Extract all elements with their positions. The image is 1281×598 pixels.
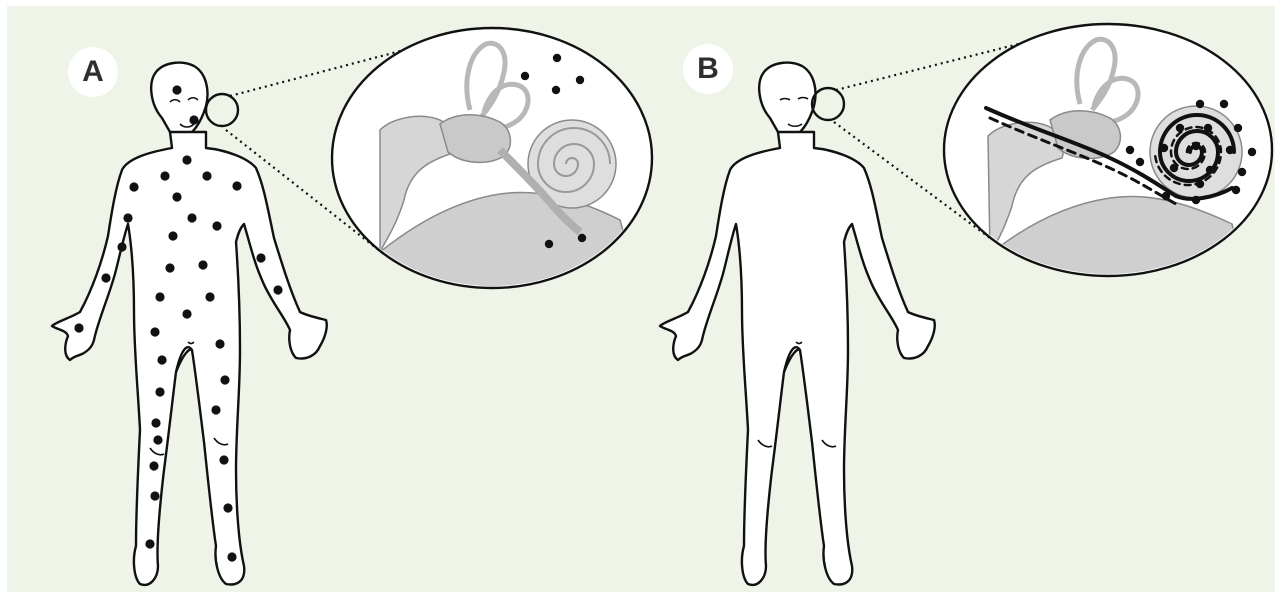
inset-dot-a-3 [552, 86, 560, 94]
inset-dot-b-13 [1206, 166, 1214, 174]
body-dot-a-8 [172, 192, 181, 201]
body-dot-a-17 [101, 273, 110, 282]
body-dot-a-16 [256, 253, 265, 262]
inset-dot-b-14 [1238, 168, 1246, 176]
body-dot-a-12 [168, 231, 177, 240]
body-dot-a-25 [157, 355, 166, 364]
body-dot-a-32 [149, 461, 158, 470]
body-dot-a-3 [182, 155, 191, 164]
inset-dot-b-3 [1176, 124, 1184, 132]
inset-dot-b-1 [1196, 100, 1204, 108]
body-dot-a-24 [215, 339, 224, 348]
inset-dot-b-10 [1126, 146, 1134, 154]
inner-ear-inset-a [332, 28, 652, 290]
body-dot-a-5 [160, 171, 169, 180]
inset-dot-b-18 [1196, 180, 1204, 188]
body-dot-a-9 [123, 213, 132, 222]
body-dot-a-23 [150, 327, 159, 336]
inset-dot-b-2 [1220, 100, 1228, 108]
body-dot-a-6 [202, 171, 211, 180]
inset-dot-b-9 [1248, 148, 1256, 156]
inset-dot-b-15 [1162, 192, 1170, 200]
inset-dot-b-5 [1234, 124, 1242, 132]
panel-label-b: B [683, 44, 733, 94]
body-dot-a-30 [153, 435, 162, 444]
body-dot-a-29 [151, 418, 160, 427]
inset-dot-b-4 [1204, 124, 1212, 132]
body-dot-a-15 [198, 260, 207, 269]
panel-label-a: A [68, 47, 118, 97]
body-dot-a-26 [155, 387, 164, 396]
body-dot-a-10 [187, 213, 196, 222]
body-dot-a-4 [129, 182, 138, 191]
body-dot-a-7 [232, 181, 241, 190]
body-dot-a-34 [223, 503, 232, 512]
inset-dot-b-8 [1226, 146, 1234, 154]
body-dot-a-18 [273, 285, 282, 294]
body-dot-a-20 [205, 292, 214, 301]
inset-dot-b-7 [1192, 142, 1200, 150]
body-dot-a-14 [165, 263, 174, 272]
inset-dot-a-6 [578, 234, 586, 242]
body-dot-a-28 [211, 405, 220, 414]
body-dot-a-22 [74, 323, 83, 332]
inset-dot-b-16 [1192, 196, 1200, 204]
body-dot-a-36 [227, 552, 236, 561]
body-dot-a-13 [117, 242, 126, 251]
inset-dot-a-4 [576, 76, 584, 84]
body-dot-a-33 [150, 491, 159, 500]
inset-dot-a-1 [553, 54, 561, 62]
inset-dot-a-5 [545, 240, 553, 248]
body-dot-a-31 [219, 455, 228, 464]
body-dot-a-2 [189, 115, 198, 124]
body-dot-a-11 [212, 221, 221, 230]
inset-dot-b-11 [1136, 158, 1144, 166]
body-dot-a-27 [220, 375, 229, 384]
inset-dot-b-12 [1170, 164, 1178, 172]
body-dot-a-21 [182, 309, 191, 318]
body-dot-a-1 [172, 85, 181, 94]
inset-dot-b-17 [1232, 186, 1240, 194]
inset-dot-b-6 [1160, 144, 1168, 152]
inset-dot-a-2 [521, 72, 529, 80]
body-dot-a-19 [155, 292, 164, 301]
body-dot-a-35 [145, 539, 154, 548]
